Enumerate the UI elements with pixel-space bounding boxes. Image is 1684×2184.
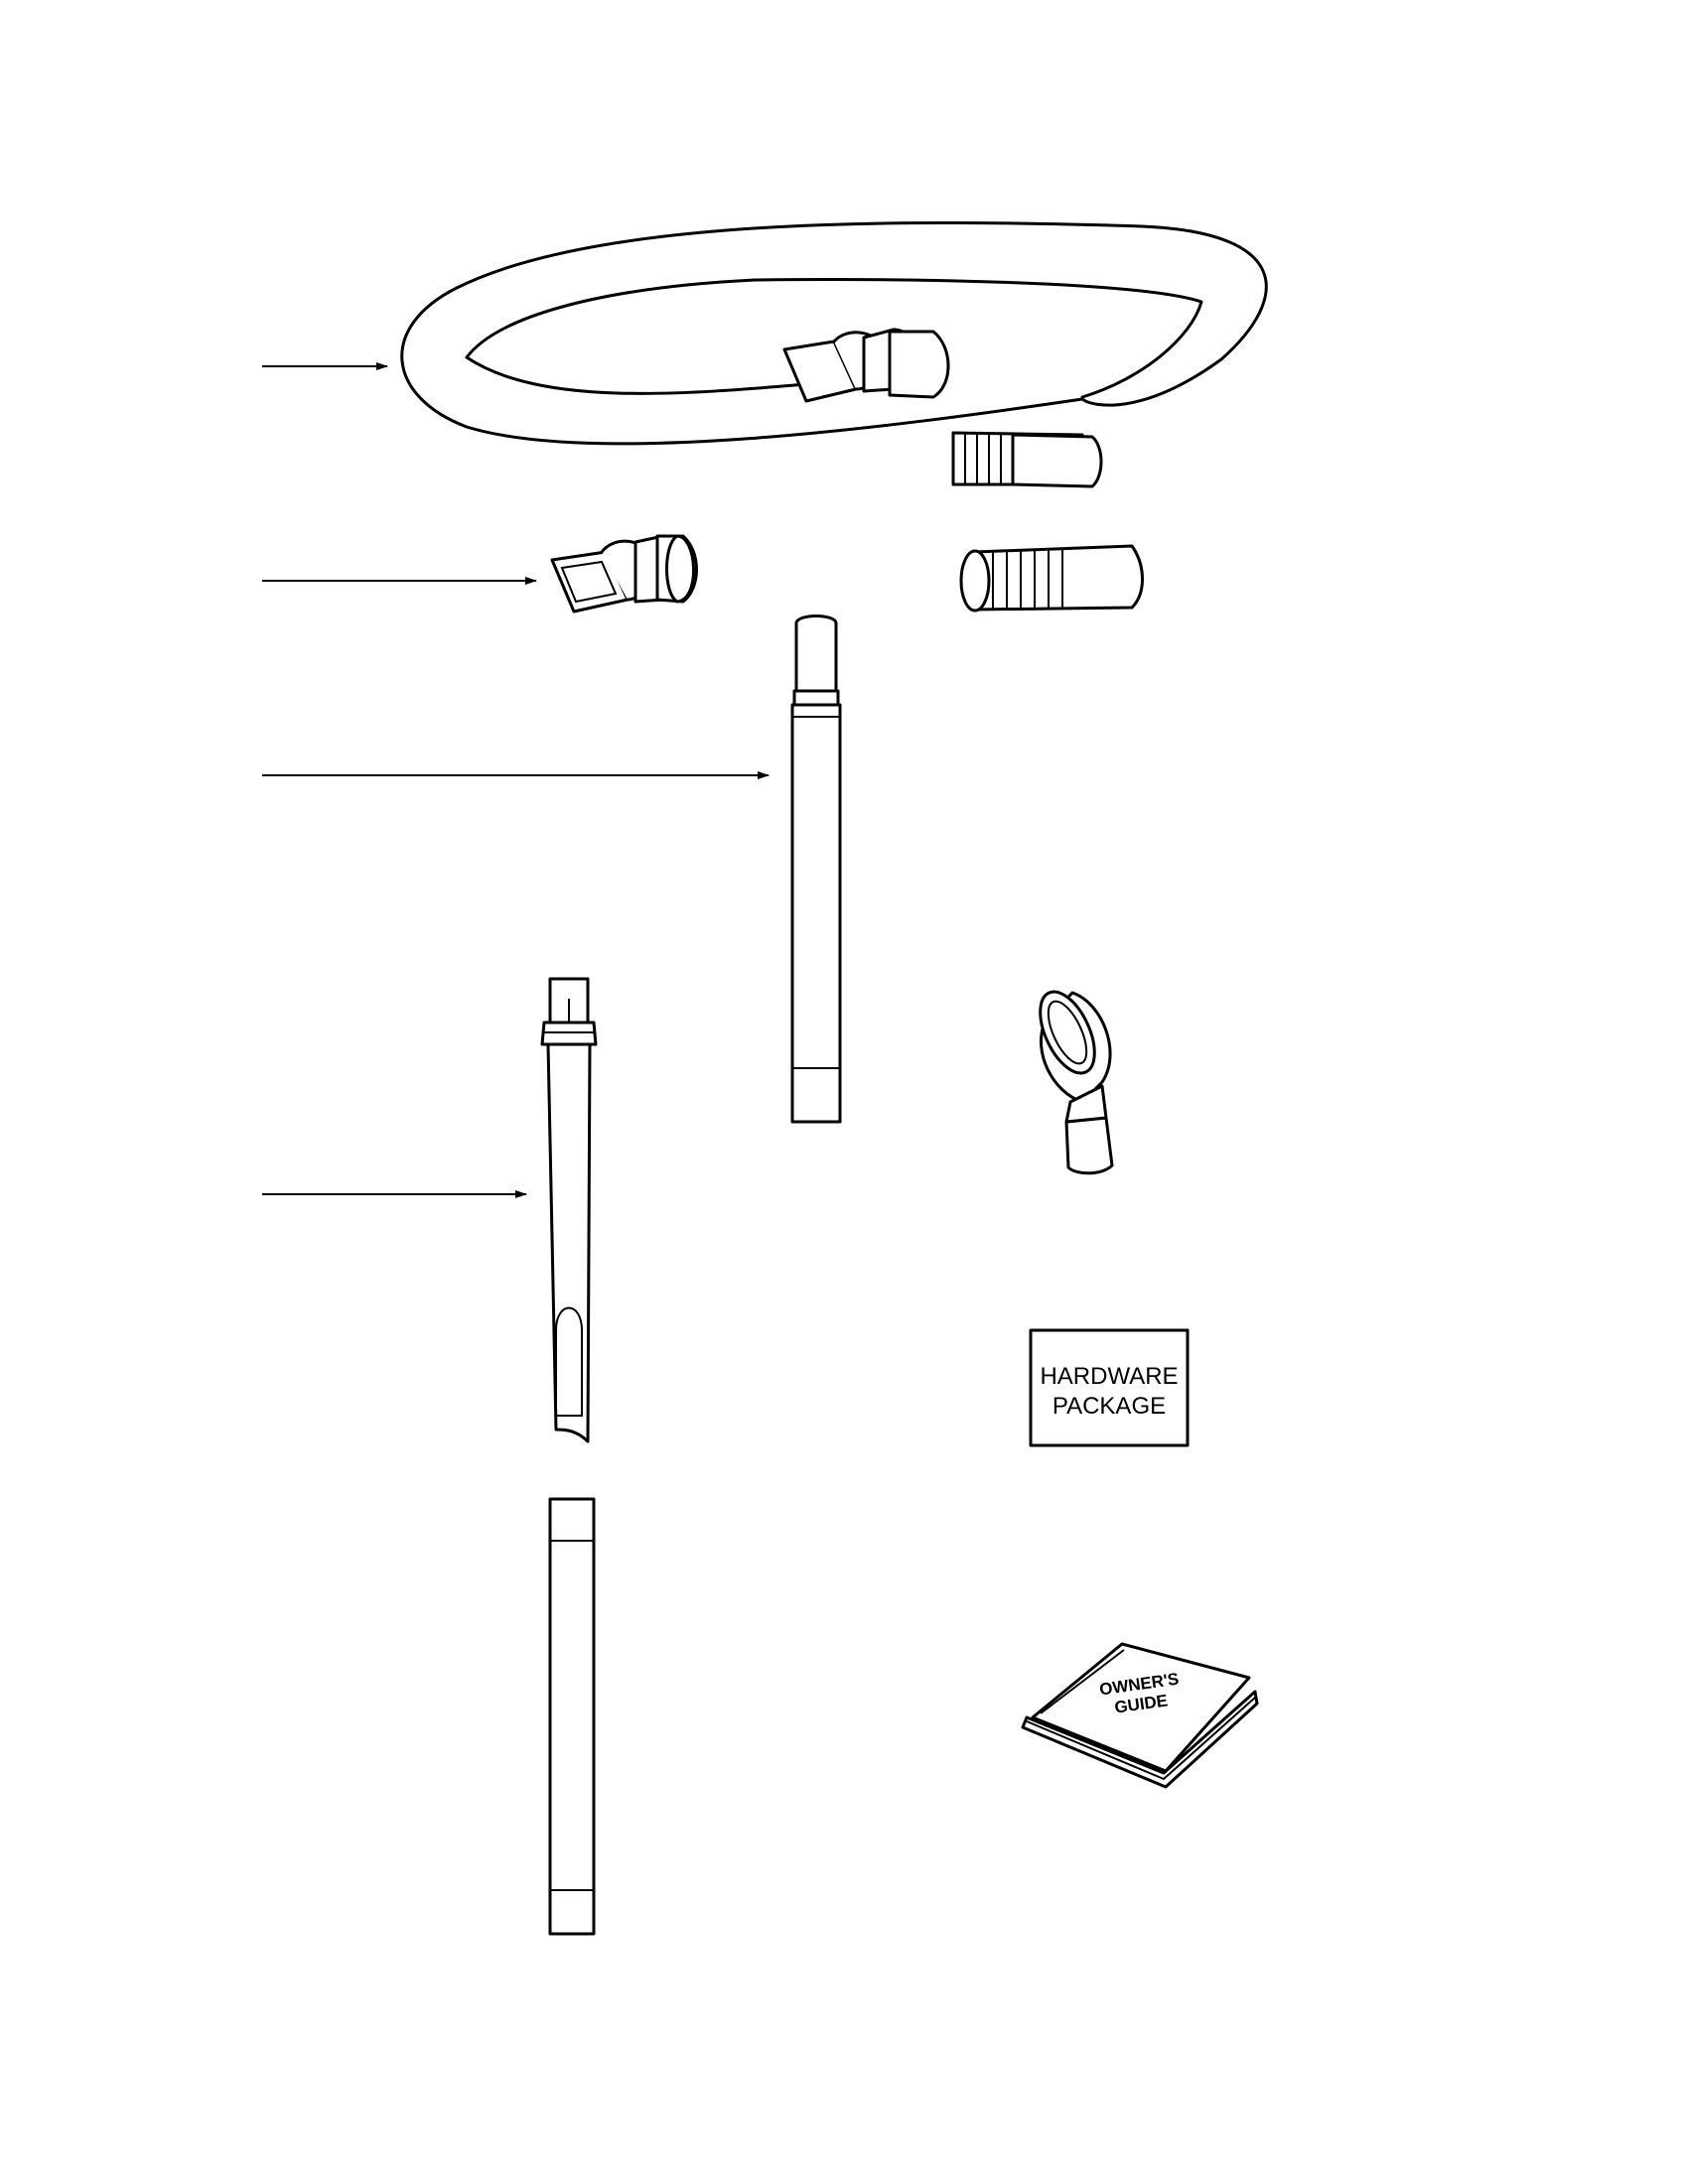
part-5-extension-wand-icon bbox=[548, 1497, 596, 1936]
hardware-package-line1: HARDWARE bbox=[1040, 1363, 1178, 1390]
part-9-owners-guide-book-icon: OWNER'S GUIDE bbox=[1021, 1642, 1259, 1789]
part-4-crevice-tool-icon bbox=[540, 977, 598, 1443]
part-6-cuff-icon bbox=[959, 544, 1144, 613]
hardware-package-line2: PACKAGE bbox=[1052, 1393, 1166, 1420]
part-8-hardware-package: HARDWARE PACKAGE bbox=[1029, 1328, 1190, 1447]
part-2-swivel-icon bbox=[550, 534, 698, 614]
part-7-brush-icon bbox=[1039, 990, 1114, 1175]
part-1-hose-icon bbox=[400, 220, 1268, 488]
part-3-wand-icon bbox=[790, 614, 842, 1124]
